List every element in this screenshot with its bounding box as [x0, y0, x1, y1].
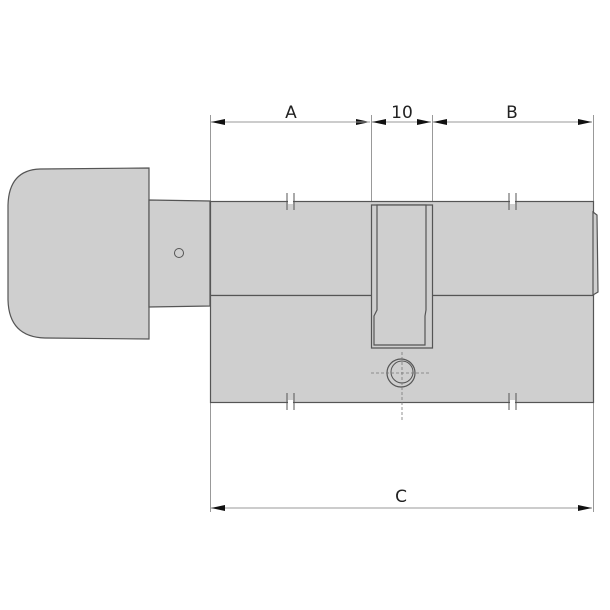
dimension-slot-label: 10: [391, 103, 413, 123]
right-cam: [592, 210, 599, 297]
dimension-c-label: C: [395, 487, 407, 507]
dimension-b-label: B: [506, 103, 518, 123]
break-marks: [286, 193, 517, 410]
knob-shaft: [148, 199, 211, 308]
fixing-screw-hole: [371, 352, 431, 420]
thumb-turn-knob: [7, 167, 150, 340]
cam-slot-inner: [373, 204, 427, 346]
dimension-a-label: A: [285, 103, 297, 123]
knob-pin-hole: [174, 248, 184, 258]
